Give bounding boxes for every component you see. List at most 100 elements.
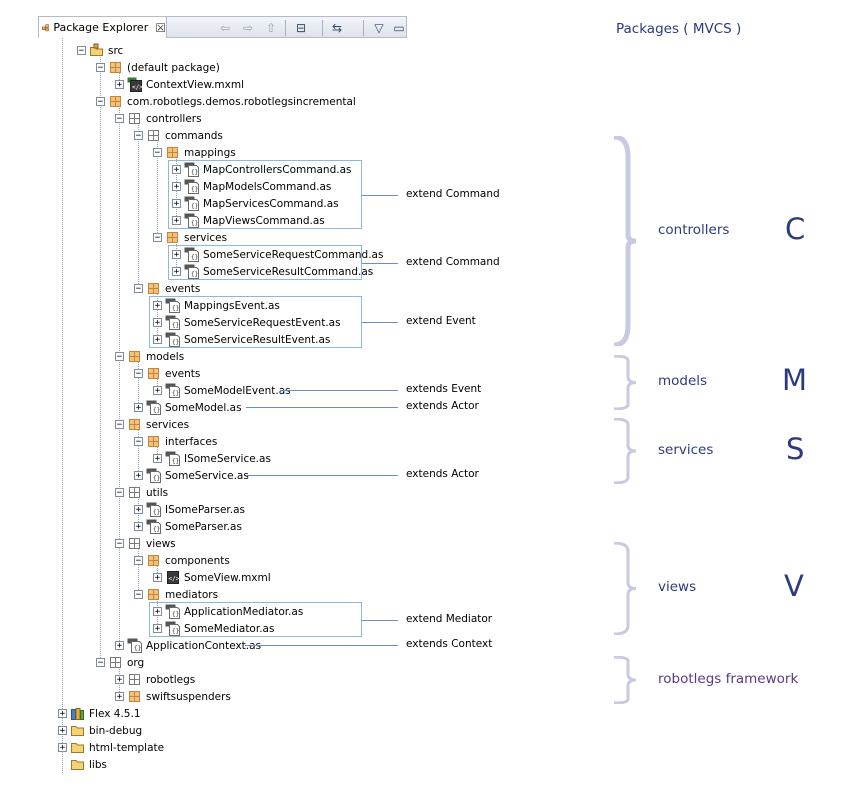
expand-toggle-icon[interactable]: + xyxy=(172,250,181,260)
tree-item[interactable]: −services xyxy=(115,416,189,433)
expand-toggle-icon[interactable]: + xyxy=(134,522,143,532)
annotation-label: extend Event xyxy=(406,315,476,327)
tree-item[interactable]: +html-template xyxy=(58,739,164,756)
tree-item[interactable]: −views xyxy=(115,535,176,552)
close-icon[interactable]: ☒ xyxy=(155,20,166,35)
tree-item[interactable]: +{}SomeService.as xyxy=(134,467,249,484)
collapse-toggle-icon[interactable]: − xyxy=(96,63,105,73)
tree-item[interactable]: +{}MapModelsCommand.as xyxy=(172,178,331,195)
view-menu-icon[interactable]: ▽ xyxy=(374,20,384,35)
tree-item[interactable]: −interfaces xyxy=(134,433,217,450)
expand-toggle-icon[interactable]: + xyxy=(115,641,124,651)
expand-toggle-icon[interactable]: + xyxy=(172,165,181,175)
expand-toggle-icon[interactable]: + xyxy=(172,199,181,209)
tree-item[interactable]: +{}SomeServiceResultEvent.as xyxy=(153,331,330,348)
tree-item[interactable]: +</>SomeView.mxml xyxy=(153,569,271,586)
expand-toggle-icon[interactable]: + xyxy=(115,675,124,685)
expand-toggle-icon[interactable]: + xyxy=(115,80,124,90)
expand-toggle-icon[interactable]: + xyxy=(153,607,162,617)
annotation-connector xyxy=(362,194,398,196)
collapse-toggle-icon[interactable]: − xyxy=(115,352,124,362)
tree-item-label: SomeServiceRequestCommand.as xyxy=(203,248,384,261)
forward-icon[interactable]: ⇨ xyxy=(242,20,254,35)
tree-item[interactable]: +robotlegs xyxy=(115,671,195,688)
expand-toggle-icon[interactable]: + xyxy=(153,573,162,583)
collapse-toggle-icon[interactable]: − xyxy=(115,488,124,498)
expand-toggle-icon[interactable]: + xyxy=(134,403,143,413)
tree-item[interactable]: −(default package) xyxy=(96,59,220,76)
expand-toggle-icon[interactable]: + xyxy=(153,386,162,396)
expand-toggle-icon[interactable]: + xyxy=(153,454,162,464)
tree-item[interactable]: −events xyxy=(134,365,200,382)
annotation-label: extends Context xyxy=(406,638,493,650)
collapse-toggle-icon[interactable]: − xyxy=(134,437,143,447)
collapse-toggle-icon[interactable]: − xyxy=(96,97,105,107)
expand-toggle-icon[interactable]: + xyxy=(153,624,162,634)
collapse-toggle-icon[interactable]: − xyxy=(134,556,143,566)
tree-item[interactable]: −controllers xyxy=(115,110,202,127)
tree-item[interactable]: +{}SomeParser.as xyxy=(134,518,242,535)
tree-item[interactable]: −src xyxy=(77,42,123,59)
expand-toggle-icon[interactable]: + xyxy=(58,726,67,736)
collapse-toggle-icon[interactable]: − xyxy=(153,233,162,243)
collapse-toggle-icon[interactable]: − xyxy=(115,420,124,430)
collapse-toggle-icon[interactable]: − xyxy=(134,369,143,379)
collapse-all-icon[interactable]: ⊟ xyxy=(295,20,307,35)
collapse-toggle-icon[interactable]: − xyxy=(153,148,162,158)
expand-toggle-icon[interactable]: + xyxy=(134,471,143,481)
tree-item[interactable]: +{}SomeModel.as xyxy=(134,399,242,416)
tree-item[interactable]: +{}SomeServiceRequestCommand.as xyxy=(172,246,383,263)
collapse-toggle-icon[interactable]: − xyxy=(134,284,143,294)
expand-toggle-icon[interactable]: + xyxy=(153,301,162,311)
tree-item[interactable]: +{}MapControllersCommand.as xyxy=(172,161,352,178)
tree-item[interactable]: +</>ContextView.mxml xyxy=(115,76,244,93)
tree-item[interactable]: −com.robotlegs.demos.robotlegsincrementa… xyxy=(96,93,356,110)
tree-item[interactable]: −mediators xyxy=(134,586,218,603)
collapse-toggle-icon[interactable]: − xyxy=(96,658,105,668)
tree-item[interactable]: +{}ISomeService.as xyxy=(153,450,271,467)
expand-toggle-icon[interactable]: + xyxy=(172,216,181,226)
expand-toggle-icon[interactable]: + xyxy=(172,267,181,277)
expand-toggle-icon[interactable]: + xyxy=(153,318,162,328)
tree-item[interactable]: +{}SomeModelEvent.as xyxy=(153,382,291,399)
tree-item[interactable]: +{}SomeMediator.as xyxy=(153,620,274,637)
tree-item[interactable]: +{}MapServicesCommand.as xyxy=(172,195,339,212)
tree-item[interactable]: +{}MapViewsCommand.as xyxy=(172,212,325,229)
tree-item[interactable]: +{}SomeServiceResultCommand.as xyxy=(172,263,373,280)
tree-item[interactable]: −mappings xyxy=(153,144,236,161)
expand-toggle-icon[interactable]: + xyxy=(134,505,143,515)
expand-toggle-icon[interactable]: + xyxy=(115,692,124,702)
collapse-toggle-icon[interactable]: − xyxy=(115,114,124,124)
back-icon[interactable]: ⇦ xyxy=(219,20,231,35)
expand-toggle-icon[interactable]: + xyxy=(172,182,181,192)
collapse-toggle-icon[interactable]: − xyxy=(115,539,124,549)
collapse-toggle-icon[interactable]: − xyxy=(134,590,143,600)
minimize-icon[interactable]: ▭ xyxy=(393,20,405,35)
collapse-toggle-icon[interactable]: − xyxy=(77,46,86,56)
package-explorer-tab[interactable]: Package Explorer ☒ xyxy=(39,17,167,38)
tree-item[interactable]: −utils xyxy=(115,484,168,501)
collapse-toggle-icon[interactable]: − xyxy=(134,131,143,141)
tree-item[interactable]: +{}ApplicationContext.as xyxy=(115,637,261,654)
tree-item[interactable]: +{}MappingsEvent.as xyxy=(153,297,280,314)
tree-item[interactable]: libs xyxy=(58,756,107,773)
tree-item[interactable]: +Flex 4.5.1 xyxy=(58,705,141,722)
tree-item[interactable]: −events xyxy=(134,280,200,297)
expand-toggle-icon[interactable]: + xyxy=(58,709,67,719)
up-icon[interactable]: ⇧ xyxy=(265,20,277,35)
tree-connector xyxy=(62,38,63,773)
tree-item[interactable]: −org xyxy=(96,654,144,671)
tree-item[interactable]: +{}SomeServiceRequestEvent.as xyxy=(153,314,341,331)
tree-item[interactable]: −components xyxy=(134,552,230,569)
expand-toggle-icon[interactable]: + xyxy=(153,335,162,345)
expand-toggle-icon[interactable]: + xyxy=(58,743,67,753)
tree-item[interactable]: −commands xyxy=(134,127,223,144)
link-with-editor-icon[interactable]: ⇆ xyxy=(331,20,343,35)
tree-item[interactable]: +swiftsuspenders xyxy=(115,688,231,705)
tree-item[interactable]: +bin-debug xyxy=(58,722,142,739)
tree-item[interactable]: +{}ISomeParser.as xyxy=(134,501,245,518)
tree-item[interactable]: −services xyxy=(153,229,227,246)
package-icon xyxy=(146,587,161,602)
tree-item[interactable]: −models xyxy=(115,348,184,365)
tree-item[interactable]: +{}ApplicationMediator.as xyxy=(153,603,303,620)
